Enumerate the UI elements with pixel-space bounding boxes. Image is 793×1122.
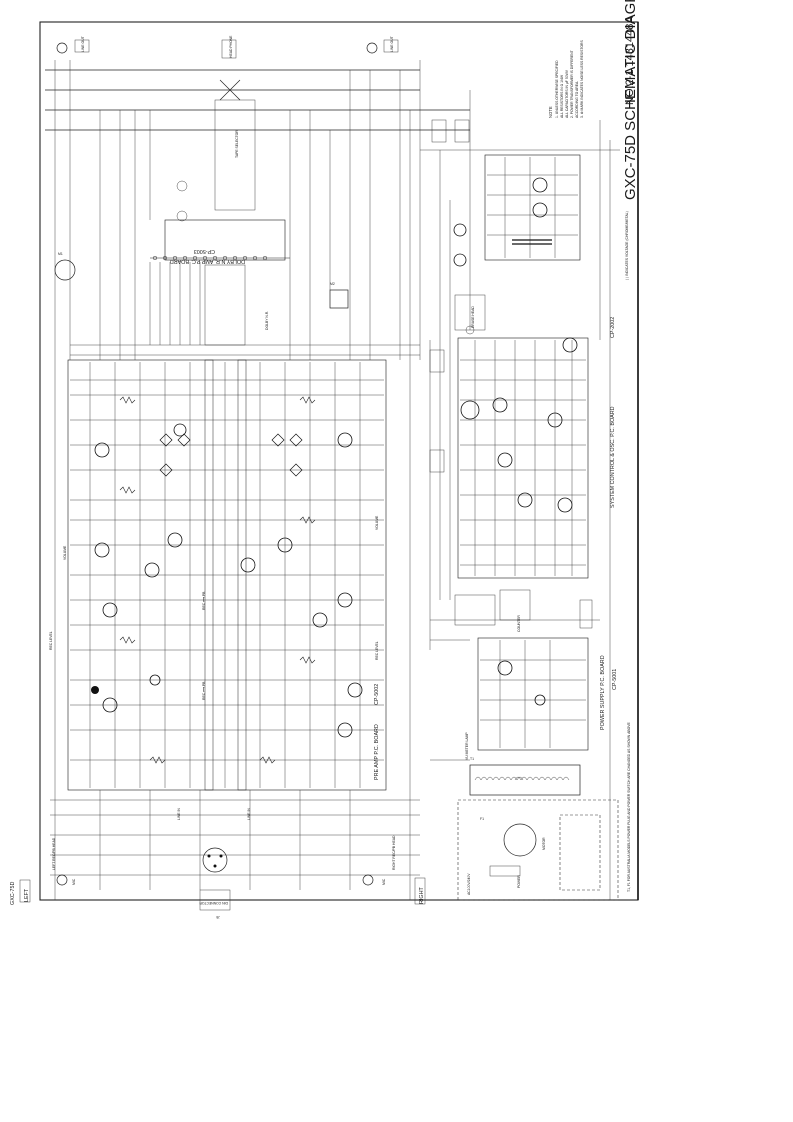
- dolby-board-outline: [164, 219, 286, 261]
- syscontrol-board-outline: [457, 337, 589, 579]
- preamp-resistors: [119, 396, 316, 764]
- right-channel-label: RIGHT: [419, 887, 425, 904]
- notes-block: NOTE 1. UNLESS OTHERWISE SPECIFIED ALL R…: [548, 40, 584, 118]
- meter-m1-label: M1: [58, 252, 63, 256]
- voltage-footnote: ( ) INDICATES VOLTAGE (CHROME/METAL): [625, 211, 629, 280]
- schematic-title: GXC-75D SCHEMATIC DIAGRAM: [622, 0, 639, 200]
- motor-label: MOTOR: [542, 837, 546, 850]
- power-board-label: POWER SUPPLY P.C. BOARD: [600, 655, 606, 730]
- upper-bus-lines: [54, 60, 421, 900]
- notes-line-2: ALL RESISTORS IN Ω 1/4W: [560, 74, 564, 118]
- preamp-diodes: [159, 433, 303, 477]
- preamp-board-label: PRE AMP P.C. BOARD: [374, 724, 380, 780]
- mic-r-jack: [362, 874, 374, 886]
- osc-section-outline: [484, 154, 581, 261]
- mic-r-label: MIC: [382, 878, 386, 885]
- sheet-border: [39, 21, 639, 901]
- rec-level-r-label: REC LEVEL: [375, 641, 379, 660]
- dolby-board-label: DOLBY N.R. AMP P.C. BOARD: [170, 258, 245, 264]
- dolby-nr-switch-label: DOLBY N.R.: [265, 311, 269, 330]
- din-connector-label: DIN CONNECTOR: [199, 901, 228, 905]
- meter-m2: [329, 289, 349, 309]
- power-note-text: T1, F1 FOR AUSTRALIA MODELS POWER PLUG A…: [627, 722, 631, 892]
- model-label: GXC-75D: [10, 882, 16, 905]
- tape-selector-switch: [214, 99, 256, 211]
- dolby-pins: [150, 255, 290, 261]
- line-out-l-label: LINE OUT: [81, 36, 85, 52]
- vu-lamp-label: VU METER LAMP: [465, 732, 469, 760]
- meter-m2-label: M2: [330, 282, 335, 286]
- syscontrol-traces: [460, 340, 586, 576]
- osc-coil: [512, 239, 552, 245]
- rec-level-l-label: REC LEVEL: [49, 631, 53, 650]
- line-out-r-jack: [366, 42, 378, 54]
- notes-heading: NOTE: [548, 106, 553, 118]
- rec-pb-l-label: REC ⟷ PB: [202, 681, 206, 700]
- head-phone-label: HEAD PHONE: [229, 35, 233, 58]
- line-in-l-label: LINE IN: [177, 808, 181, 820]
- counter-label: COUNTER: [517, 615, 521, 632]
- mic-l-label: MIC: [72, 878, 76, 885]
- dolby-board-code: CP-5003: [194, 248, 215, 254]
- syscontrol-board-label: SYSTEM CONTROL & OSC. P.C. BOARD: [610, 406, 616, 508]
- power-board-code: CP-5001: [612, 669, 618, 690]
- volume-l-label: VOLUME: [63, 545, 67, 560]
- left-head-label: LEFT REC/PB HEAD: [52, 837, 56, 870]
- j5-label: J5: [216, 915, 220, 919]
- rec-pb-r-label: REC ⟷ PB: [202, 591, 206, 610]
- din-connector-symbol: [202, 847, 228, 873]
- preamp-traces: [70, 362, 384, 788]
- fuse-label: F1: [480, 817, 484, 821]
- line-out-l-jack: [56, 42, 68, 54]
- erase-head-label: ERASE HEAD: [471, 306, 475, 328]
- power-switch-label: POWER: [517, 875, 521, 888]
- ac-input-section: [457, 799, 619, 901]
- preamp-board-outline: [67, 359, 387, 791]
- notes-line-4: 2. POWER TRANSFORMER IS DIFFERENT: [570, 50, 574, 118]
- schematic-part-number: NO.2-1 1431448A: [624, 16, 636, 105]
- right-head-label: RIGHT REC/PB HEAD: [392, 835, 396, 870]
- power-board-outline: [477, 637, 589, 751]
- input-section-lines: [50, 790, 420, 890]
- syscontrol-board-code: CP-2002: [610, 317, 616, 338]
- power-transformer: [469, 764, 581, 796]
- line-out-r-label: LINE OUT: [390, 36, 394, 52]
- tape-selector-label: TAPE SELECTOR: [235, 130, 239, 158]
- motor-symbol: [503, 823, 537, 857]
- preamp-board-code: CP-5002: [374, 684, 380, 705]
- left-channel-label: LEFT: [24, 888, 30, 902]
- right-bus-lines: [420, 90, 620, 900]
- notes-line-3: ALL CAPACITORS IN μF 50WV: [565, 69, 569, 118]
- notes-line-6: 3. ⊗ MARK INDICATES NOISE LESS RESISTORS: [580, 40, 584, 118]
- meter-m1: [54, 259, 76, 281]
- mic-l-jack: [56, 874, 68, 886]
- line-in-r-label: LINE IN: [247, 808, 251, 820]
- transformer-label: T1: [470, 757, 474, 761]
- preamp-transistors: [94, 423, 363, 738]
- ac-input-label: AC100V/240V: [467, 873, 471, 895]
- volume-r-label: VOLUME: [375, 515, 379, 530]
- notes-line-5: ACCORDING TO AREA.: [575, 81, 579, 118]
- notes-line-1: 1. UNLESS OTHERWISE SPECIFIED: [555, 60, 559, 118]
